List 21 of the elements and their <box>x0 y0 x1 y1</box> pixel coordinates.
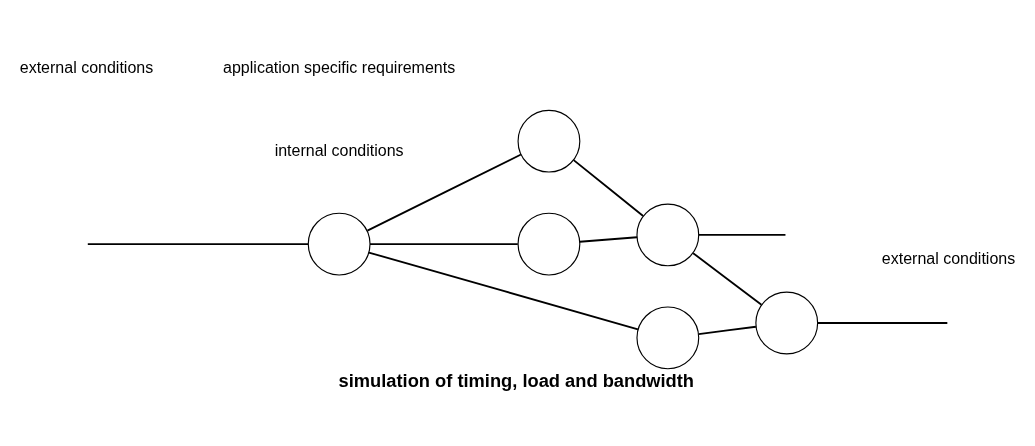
connector <box>367 251 639 330</box>
connector <box>697 325 757 335</box>
connector <box>578 235 638 243</box>
node-circle <box>517 109 581 173</box>
caption: simulation of timing, load and bandwidth <box>338 369 695 391</box>
connector <box>366 153 522 232</box>
label: external conditions <box>19 58 154 76</box>
node-circle <box>636 203 700 266</box>
connector <box>692 251 763 306</box>
label: application specific requirements <box>223 58 456 76</box>
node-circle <box>636 305 700 369</box>
node-circle <box>755 291 819 354</box>
connector <box>86 242 310 245</box>
connector <box>369 242 519 245</box>
label: external conditions <box>881 249 1016 267</box>
connector <box>697 233 787 236</box>
label: internal conditions <box>274 141 404 159</box>
node-circle <box>307 212 371 275</box>
connector <box>816 321 949 324</box>
node-circle <box>517 212 581 275</box>
connector <box>572 158 645 217</box>
